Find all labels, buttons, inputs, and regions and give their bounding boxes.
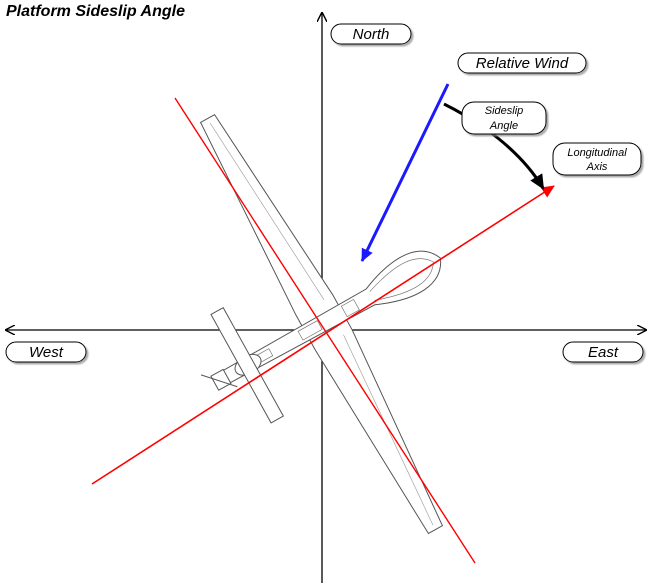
longitudinal-label-line2: Axis: [586, 161, 608, 173]
sideslip-angle-label: [461, 101, 547, 135]
longitudinal-axis-line: [91, 185, 555, 485]
longitudinal-label-line1: Longitudinal: [567, 147, 627, 159]
sideslip-label-line1: Sideslip: [485, 105, 524, 117]
north-label: [330, 23, 412, 45]
lateral-axis-line: [174, 97, 476, 564]
east-label-text: East: [588, 344, 619, 361]
diagram-title: Platform Sideslip Angle: [6, 3, 185, 20]
relative-wind-arrow: [360, 83, 450, 262]
sideslip-angle-arc: [443, 102, 545, 190]
sideslip-label-line2: Angle: [489, 120, 518, 132]
east-label: [562, 341, 644, 363]
relative-wind-label: [457, 52, 587, 74]
west-label-text: West: [29, 344, 64, 361]
north-label-text: North: [353, 26, 390, 43]
west-label: [5, 341, 87, 363]
longitudinal-axis-label: [552, 142, 642, 176]
relative-wind-label-text: Relative Wind: [476, 55, 569, 72]
